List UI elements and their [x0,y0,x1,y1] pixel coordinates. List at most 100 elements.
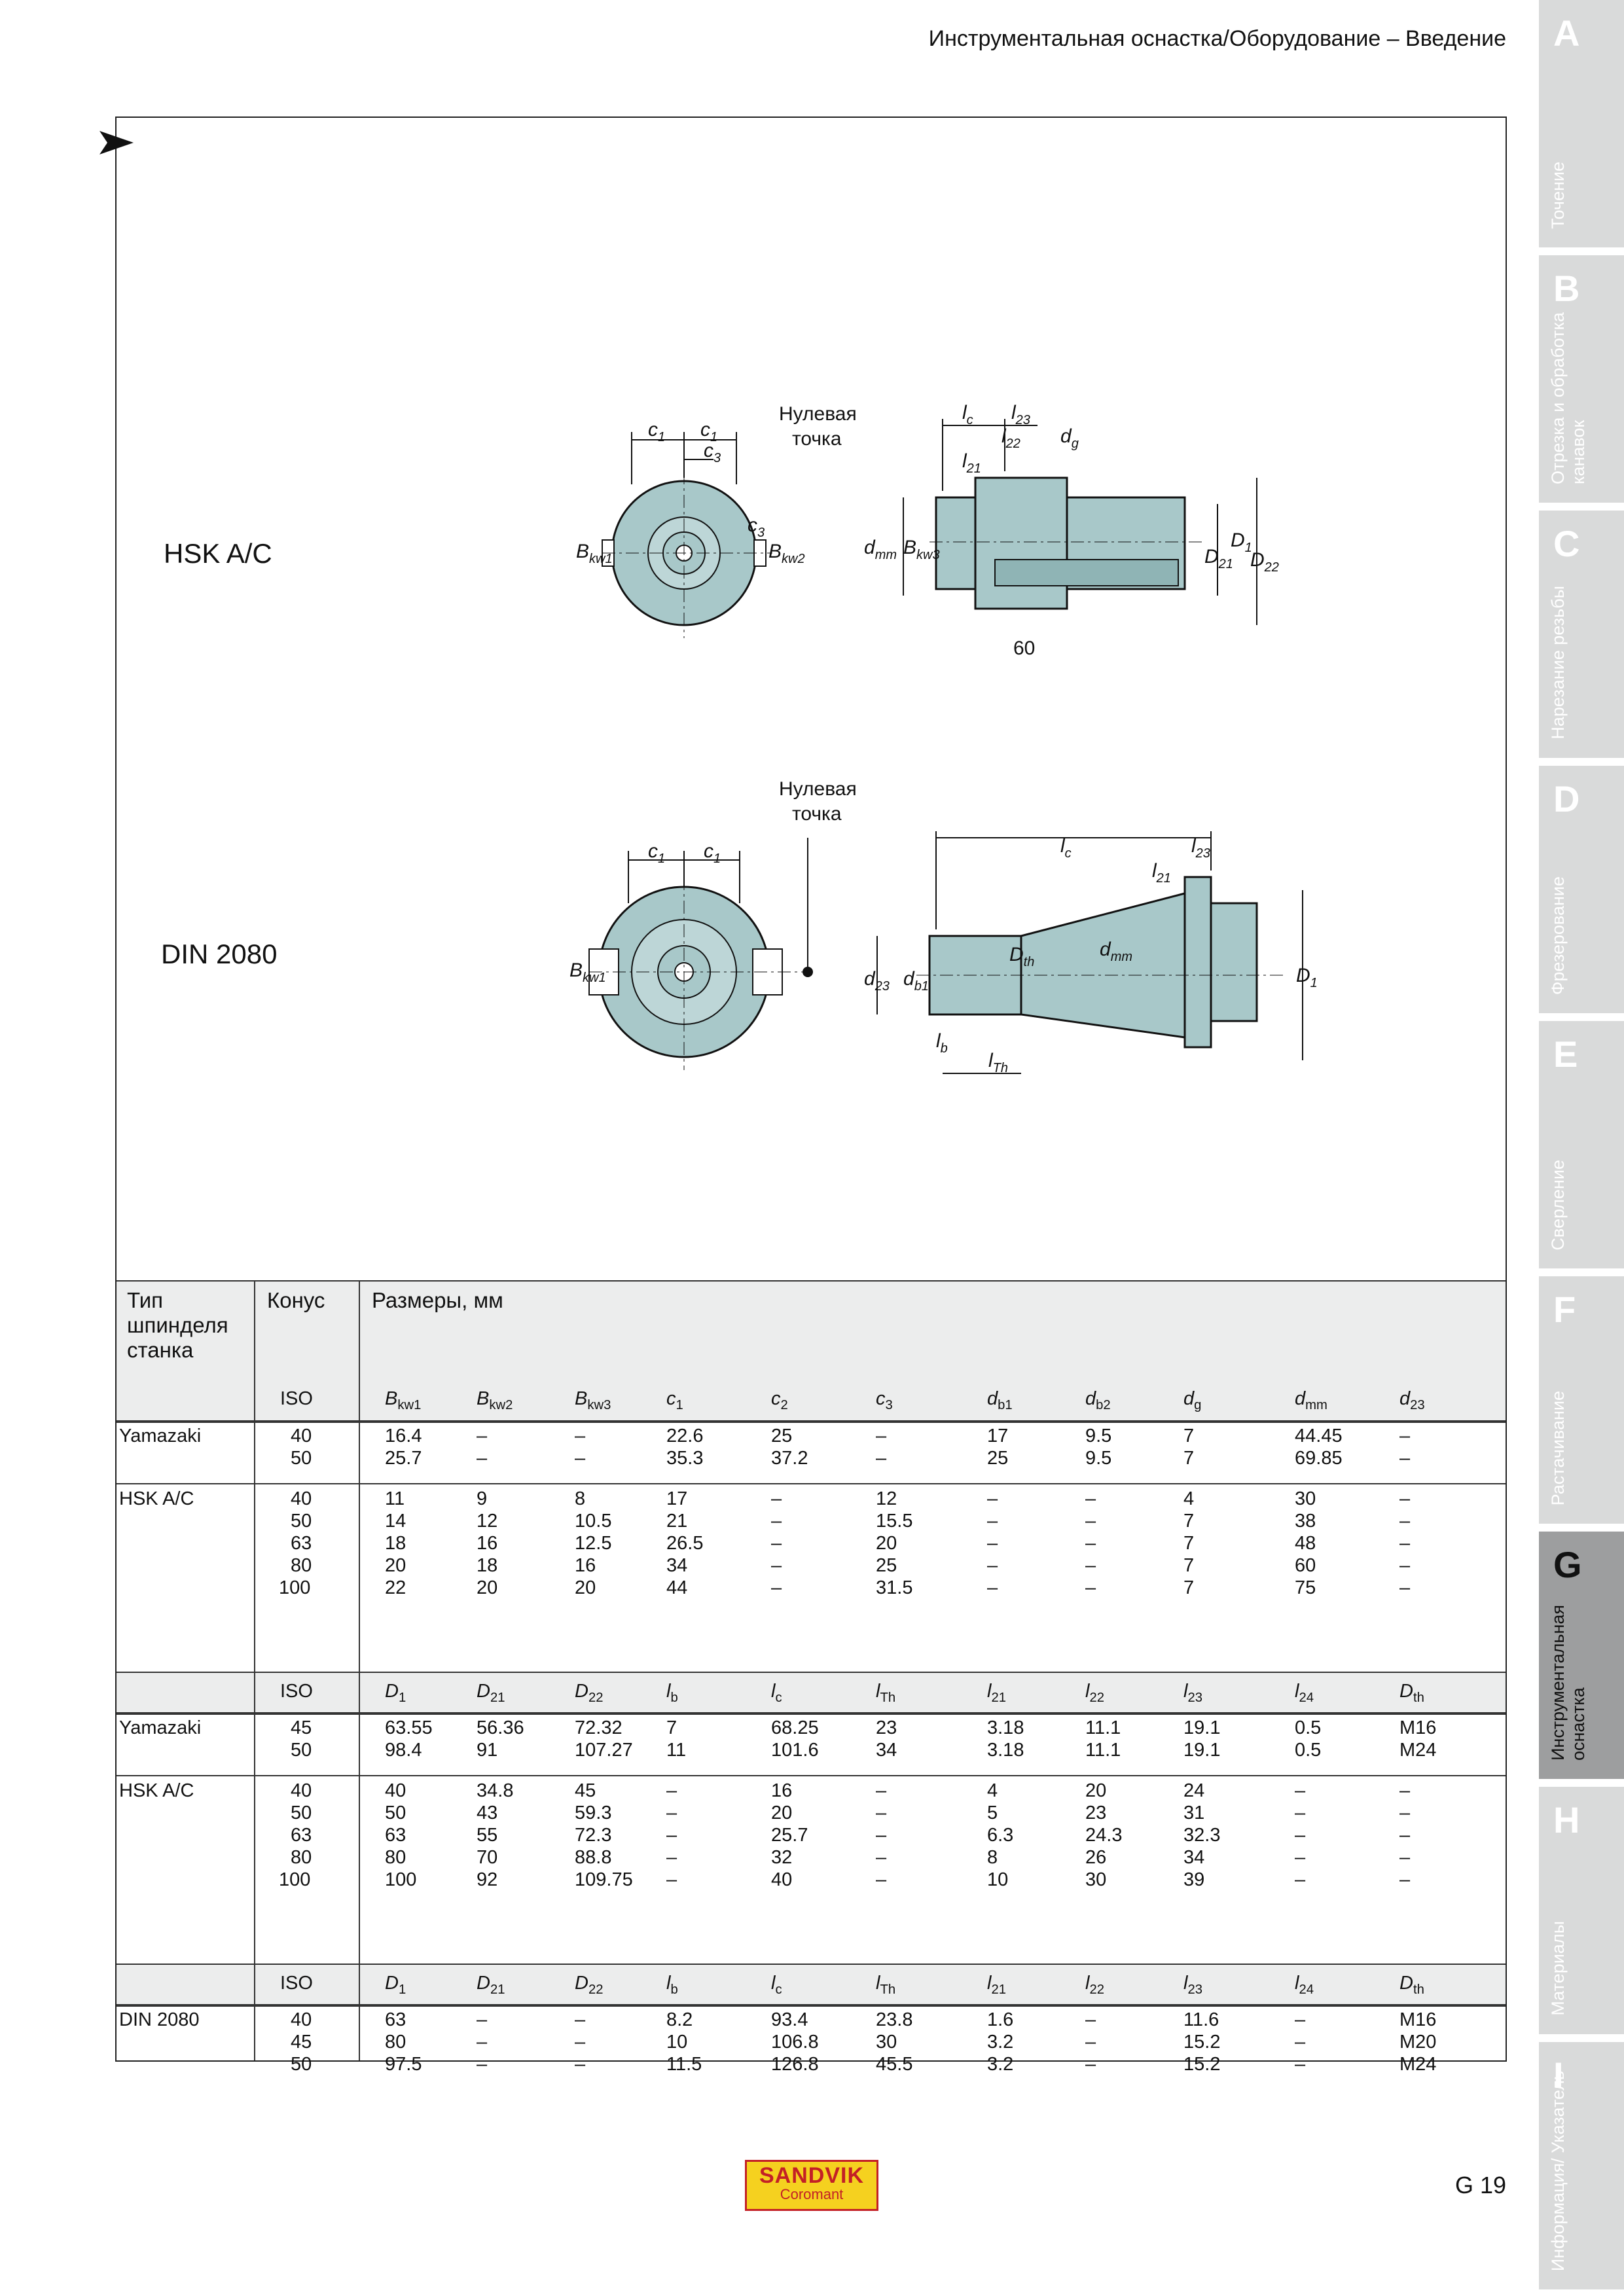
column-header: dg [1183,1388,1202,1412]
table-cell: 12 [477,1511,498,1532]
column-header: c3 [876,1388,893,1412]
table-cell: 26 [1085,1847,1107,1868]
table-cell: – [1085,1511,1096,1532]
group-name: Yamazaki [119,1426,202,1446]
table-cell: 19.1 [1183,1740,1221,1761]
table-cell: – [575,1426,586,1446]
table-cell: 30 [876,2032,897,2053]
logo-main-text: SANDVIK [759,2163,865,2188]
section-tab-letter: I [1553,2054,1564,2096]
table-cell: 91 [477,1740,498,1761]
table-cell: 8 [987,1847,998,1868]
table-cell: 100 [279,1577,311,1598]
table-cell: – [1085,2032,1096,2053]
table-cell: 21 [666,1511,688,1532]
table-cell: 44 [666,1577,688,1598]
table-cell: 15.2 [1183,2032,1221,2053]
table-cell: 38 [1295,1511,1316,1532]
table-cell: 80 [291,1847,312,1868]
table-cell: 34 [666,1555,688,1576]
table-cell: 31.5 [876,1577,913,1598]
table-cell: – [876,1780,887,1801]
column-header: ISO [280,1681,313,1702]
table-cell: – [1399,1533,1411,1554]
table-cell: M24 [1399,1740,1437,1761]
table-cell: 5 [987,1803,998,1823]
table-cell: 16.4 [385,1426,422,1446]
hsk-label-d22: D22 [1250,549,1279,575]
table-cell: 11 [666,1740,687,1761]
table-cell: 45 [291,1717,312,1738]
din-zero-point-label: Нулевая точка [779,778,857,825]
table-cell: – [1399,1847,1411,1868]
table-cell: 11.6 [1183,2009,1219,2030]
group-divider [117,2004,1506,2005]
table-cell: 80 [291,1555,312,1576]
hsk-label-c1b: c1 [700,419,717,444]
din-label-d23: d23 [864,968,890,994]
section-tab-label: Отрезка и обработка канавок [1548,312,1589,484]
section-header-band [117,1964,1506,2007]
table-cell: – [1085,2054,1096,2075]
hsk-label-c3a: c3 [704,440,721,465]
table-cell: 24 [1183,1780,1205,1801]
table-cell: – [1295,1780,1306,1801]
table-cell: 18 [477,1555,498,1576]
hsk-label-bkw1: Bkw1 [576,541,613,566]
col-type-header-3: станка [127,1338,194,1362]
table-cell: – [987,1533,998,1554]
col-dims-header: Размеры, мм [372,1288,503,1312]
table-cell: 3.2 [987,2032,1014,2053]
table-cell: – [666,1780,677,1801]
table-cell: 7 [1183,1426,1195,1446]
table-cell: – [1399,1511,1411,1532]
content-frame [115,117,1507,2062]
table-cell: 45 [291,2032,312,2053]
table-cell: 15.2 [1183,2054,1221,2075]
group-name: Yamazaki [119,1717,202,1738]
din-side-view: lc l23 l21 dmm Dth d23 db1 D1 lb lTh [864,831,1318,1075]
table-cell: 50 [291,1803,312,1823]
table-cell: 40 [291,1780,312,1801]
table-cell: 16 [771,1780,793,1801]
hsk-zero-point-1: Нулевая [779,403,857,425]
table-cell: – [876,1869,887,1890]
table-cell: 22.6 [666,1426,704,1446]
table-cell: 9.5 [1085,1448,1112,1469]
din-label-lth: lTh [988,1050,1008,1075]
column-header: D1 [385,1973,406,1997]
column-header: lc [771,1973,782,1997]
table-cell: 3.18 [987,1740,1024,1761]
hsk-drawing-label: HSK A/C [164,538,272,569]
table-cell: – [1295,2054,1306,2075]
table-cell: – [1295,1825,1306,1846]
table-cell: 44.45 [1295,1426,1343,1446]
table-cell: 20 [771,1803,793,1823]
table-cell: 35.3 [666,1448,704,1469]
table-cell: 31 [1183,1803,1205,1823]
table-cell: 63 [385,2009,406,2030]
table-divider-1 [254,1280,255,2060]
table-cell: 34 [876,1740,897,1761]
hsk-front-view: c1 c1 c3 c3 Bkw1 Bkw2 [576,419,805,638]
column-header: Dth [1399,1973,1424,1997]
table-cell: – [1295,2009,1306,2030]
table-cell: 16 [477,1533,498,1554]
din-label-bkw1: Bkw1 [569,960,606,985]
column-header: D22 [575,1973,604,1997]
col-type-header-1: Тип [127,1288,164,1312]
table-cell: 72.3 [575,1825,612,1846]
column-header: ISO [280,1973,313,1994]
column-header: l22 [1085,1681,1105,1705]
table-cell: 7 [1183,1533,1195,1554]
